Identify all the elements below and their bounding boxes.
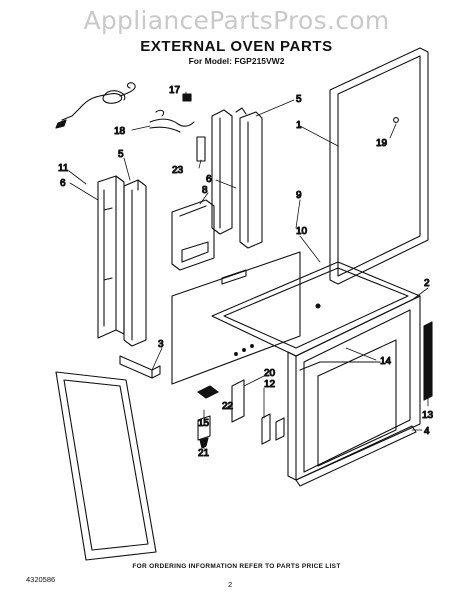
callout-22: 22 xyxy=(222,401,234,412)
callout-13: 13 xyxy=(422,410,434,421)
callout-11: 11 xyxy=(58,163,69,174)
right-side-panel xyxy=(329,47,429,285)
back-panel xyxy=(171,251,301,385)
callout-8: 8 xyxy=(202,185,208,196)
kick-plate xyxy=(295,425,417,487)
model-number: For Model: FGP215VW2 xyxy=(188,56,285,66)
callout-2: 2 xyxy=(424,278,430,289)
callout-17: 17 xyxy=(169,85,181,96)
brackets-12-20 xyxy=(231,379,285,445)
leader-lines xyxy=(68,91,429,450)
callout-5b: 5 xyxy=(296,94,302,105)
part-18-harness xyxy=(149,109,195,133)
leveling-legs xyxy=(197,385,219,449)
callout-21: 21 xyxy=(198,448,210,459)
callout-3: 3 xyxy=(158,339,164,350)
left-front-rail xyxy=(123,179,147,347)
center-rear-uprights xyxy=(211,107,263,249)
part-17-clip xyxy=(182,93,192,102)
callout-5a: 5 xyxy=(118,149,124,160)
callout-14: 14 xyxy=(380,356,392,367)
rear-burner-box xyxy=(171,136,215,271)
callout-10: 10 xyxy=(296,226,308,237)
top-panel xyxy=(211,261,421,357)
callout-4: 4 xyxy=(424,426,430,437)
callout-18: 18 xyxy=(114,126,126,137)
watermark: AppliancePartsPros.com xyxy=(83,6,390,35)
callout-12: 12 xyxy=(264,379,276,390)
ordering-note: FOR ORDERING INFORMATION REFER TO PARTS … xyxy=(132,563,341,570)
callout-1: 1 xyxy=(296,120,302,131)
callout-20: 20 xyxy=(264,368,276,379)
callout-6b: 6 xyxy=(206,174,212,185)
bracket-3 xyxy=(119,355,161,379)
callout-15: 15 xyxy=(198,418,210,429)
oven-cabinet xyxy=(287,295,421,481)
page-number: 2 xyxy=(228,580,233,589)
right-trim-strip xyxy=(423,321,433,401)
callout-19: 19 xyxy=(376,138,388,149)
callout-9: 9 xyxy=(296,190,302,201)
callout-23: 23 xyxy=(172,165,184,176)
document-part-number: 4320586 xyxy=(26,575,56,584)
door-frame xyxy=(55,371,157,561)
wire-harness xyxy=(55,82,136,129)
page-title: EXTERNAL OVEN PARTS xyxy=(140,38,333,55)
left-side-panel xyxy=(97,175,125,339)
callout-6a: 6 xyxy=(60,178,66,189)
